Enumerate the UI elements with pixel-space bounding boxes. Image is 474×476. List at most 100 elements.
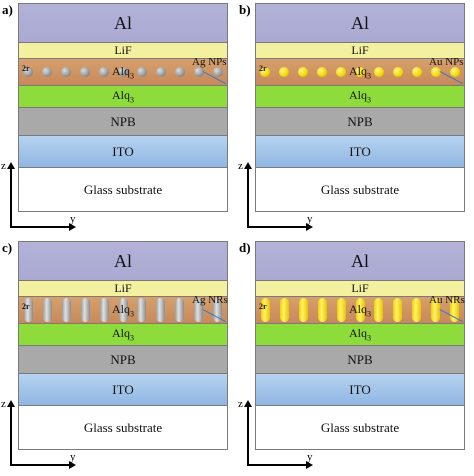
nanoparticle xyxy=(298,67,309,77)
glass-label: Glass substrate xyxy=(83,419,163,435)
y-axis xyxy=(247,226,307,228)
particle-row xyxy=(256,59,464,85)
npb-label: NPB xyxy=(347,351,373,367)
al-layer: Al xyxy=(255,3,465,43)
lif-layer: LiF xyxy=(255,281,465,297)
nanorod xyxy=(260,298,270,322)
alq-np-label: Alq3 xyxy=(349,63,371,81)
nanoparticle xyxy=(118,67,128,77)
ito-layer: ITO xyxy=(255,374,465,406)
nanorod xyxy=(431,298,441,322)
al-label: Al xyxy=(351,12,369,33)
nanorod xyxy=(175,298,185,322)
nanoparticle xyxy=(430,67,441,77)
nanorod xyxy=(298,298,308,322)
z-axis-label: z xyxy=(1,398,6,410)
y-axis xyxy=(10,464,70,466)
panel-a: a) Al LiF 2r Alq3 Alq3 NPB ITO Glass sub… xyxy=(0,0,237,238)
ito-layer: ITO xyxy=(18,374,228,406)
z-axis xyxy=(247,168,249,228)
nanorod xyxy=(61,298,71,322)
alq-np-label: Alq3 xyxy=(112,63,134,81)
lif-layer: LiF xyxy=(255,43,465,59)
device-stack: Al LiF 2r Alq3 Alq3 NPB ITO Glass substr… xyxy=(255,3,465,212)
lif-label: LiF xyxy=(114,43,132,57)
lif-layer: LiF xyxy=(18,43,228,59)
panel-c: c) Al LiF 2r Alq3 Alq3 NPB ITO Glass sub… xyxy=(0,238,237,476)
panel-d: d) Al LiF 2r Alq3 Alq3 NPB ITO Glass sub… xyxy=(237,238,474,476)
npb-label: NPB xyxy=(347,113,373,129)
y-arrow-icon xyxy=(306,223,313,231)
alq-np-layer: 2r Alq3 xyxy=(18,297,228,324)
panel-label: a) xyxy=(2,2,13,17)
np-callout: Ag NRs xyxy=(192,294,228,306)
nanorod xyxy=(393,298,403,322)
glass-label: Glass substrate xyxy=(83,181,163,197)
radius-mark: 2r xyxy=(259,302,267,311)
nanoparticle xyxy=(260,67,271,77)
nanoparticle xyxy=(336,67,347,77)
y-arrow-icon xyxy=(69,223,76,231)
nanorod xyxy=(80,298,90,322)
npb-layer: NPB xyxy=(18,108,228,136)
alq-label: Alq3 xyxy=(112,88,134,105)
ito-label: ITO xyxy=(112,143,134,159)
np-callout: Au NRs xyxy=(429,294,465,306)
z-arrow-icon xyxy=(7,400,15,407)
panel-b: b) Al LiF 2r Alq3 Alq3 NPB ITO Glass sub… xyxy=(237,0,474,238)
nanorod xyxy=(317,298,327,322)
alq-label: Alq3 xyxy=(349,326,371,343)
al-label: Al xyxy=(114,250,132,271)
device-stack: Al LiF 2r Alq3 Alq3 NPB ITO Glass substr… xyxy=(255,241,465,450)
nanorod xyxy=(99,298,109,322)
ito-label: ITO xyxy=(349,381,371,397)
y-axis-label: y xyxy=(70,213,76,225)
radius-mark: 2r xyxy=(22,64,30,73)
nanoparticle xyxy=(392,67,403,77)
nanoparticle xyxy=(373,67,384,77)
nanoparticle xyxy=(136,67,147,77)
glass-layer: Glass substrate xyxy=(255,168,465,212)
alq-np-label: Alq3 xyxy=(349,301,371,319)
y-arrow-icon xyxy=(306,461,313,469)
glass-layer: Glass substrate xyxy=(255,406,465,450)
z-arrow-icon xyxy=(244,162,252,169)
particle-row xyxy=(19,297,227,323)
alq-np-layer: 2r Alq3 xyxy=(255,297,465,324)
nanoparticle xyxy=(212,67,223,77)
npb-label: NPB xyxy=(110,113,136,129)
npb-layer: NPB xyxy=(255,346,465,374)
device-stack: Al LiF 2r Alq3 Alq3 NPB ITO Glass substr… xyxy=(18,241,228,450)
al-layer: Al xyxy=(18,3,228,43)
nanorod xyxy=(450,298,460,322)
glass-layer: Glass substrate xyxy=(18,168,228,212)
al-label: Al xyxy=(351,250,369,271)
z-axis-label: z xyxy=(238,160,243,172)
nanorod xyxy=(194,298,204,322)
lif-label: LiF xyxy=(351,43,369,57)
np-callout: Ag NPs xyxy=(192,56,227,68)
nanoparticle xyxy=(23,67,34,77)
lif-label: LiF xyxy=(114,281,132,295)
glass-label: Glass substrate xyxy=(320,181,400,197)
y-arrow-icon xyxy=(69,461,76,469)
npb-layer: NPB xyxy=(18,346,228,374)
ito-layer: ITO xyxy=(255,136,465,168)
al-label: Al xyxy=(114,12,132,33)
y-axis-label: y xyxy=(70,451,76,463)
nanoparticle xyxy=(355,67,365,77)
z-arrow-icon xyxy=(7,162,15,169)
nanoparticle xyxy=(61,67,72,77)
nanorod xyxy=(137,298,147,322)
z-axis xyxy=(10,168,12,228)
nanoparticle xyxy=(411,67,422,77)
nanorod xyxy=(213,298,223,322)
alq-layer: Alq3 xyxy=(18,324,228,346)
np-callout: Au NPs xyxy=(429,56,464,68)
particle-row xyxy=(256,297,464,323)
y-axis-label: y xyxy=(307,213,313,225)
alq-label: Alq3 xyxy=(349,88,371,105)
y-axis xyxy=(247,464,307,466)
nanoparticle xyxy=(279,67,290,77)
y-axis-label: y xyxy=(307,451,313,463)
